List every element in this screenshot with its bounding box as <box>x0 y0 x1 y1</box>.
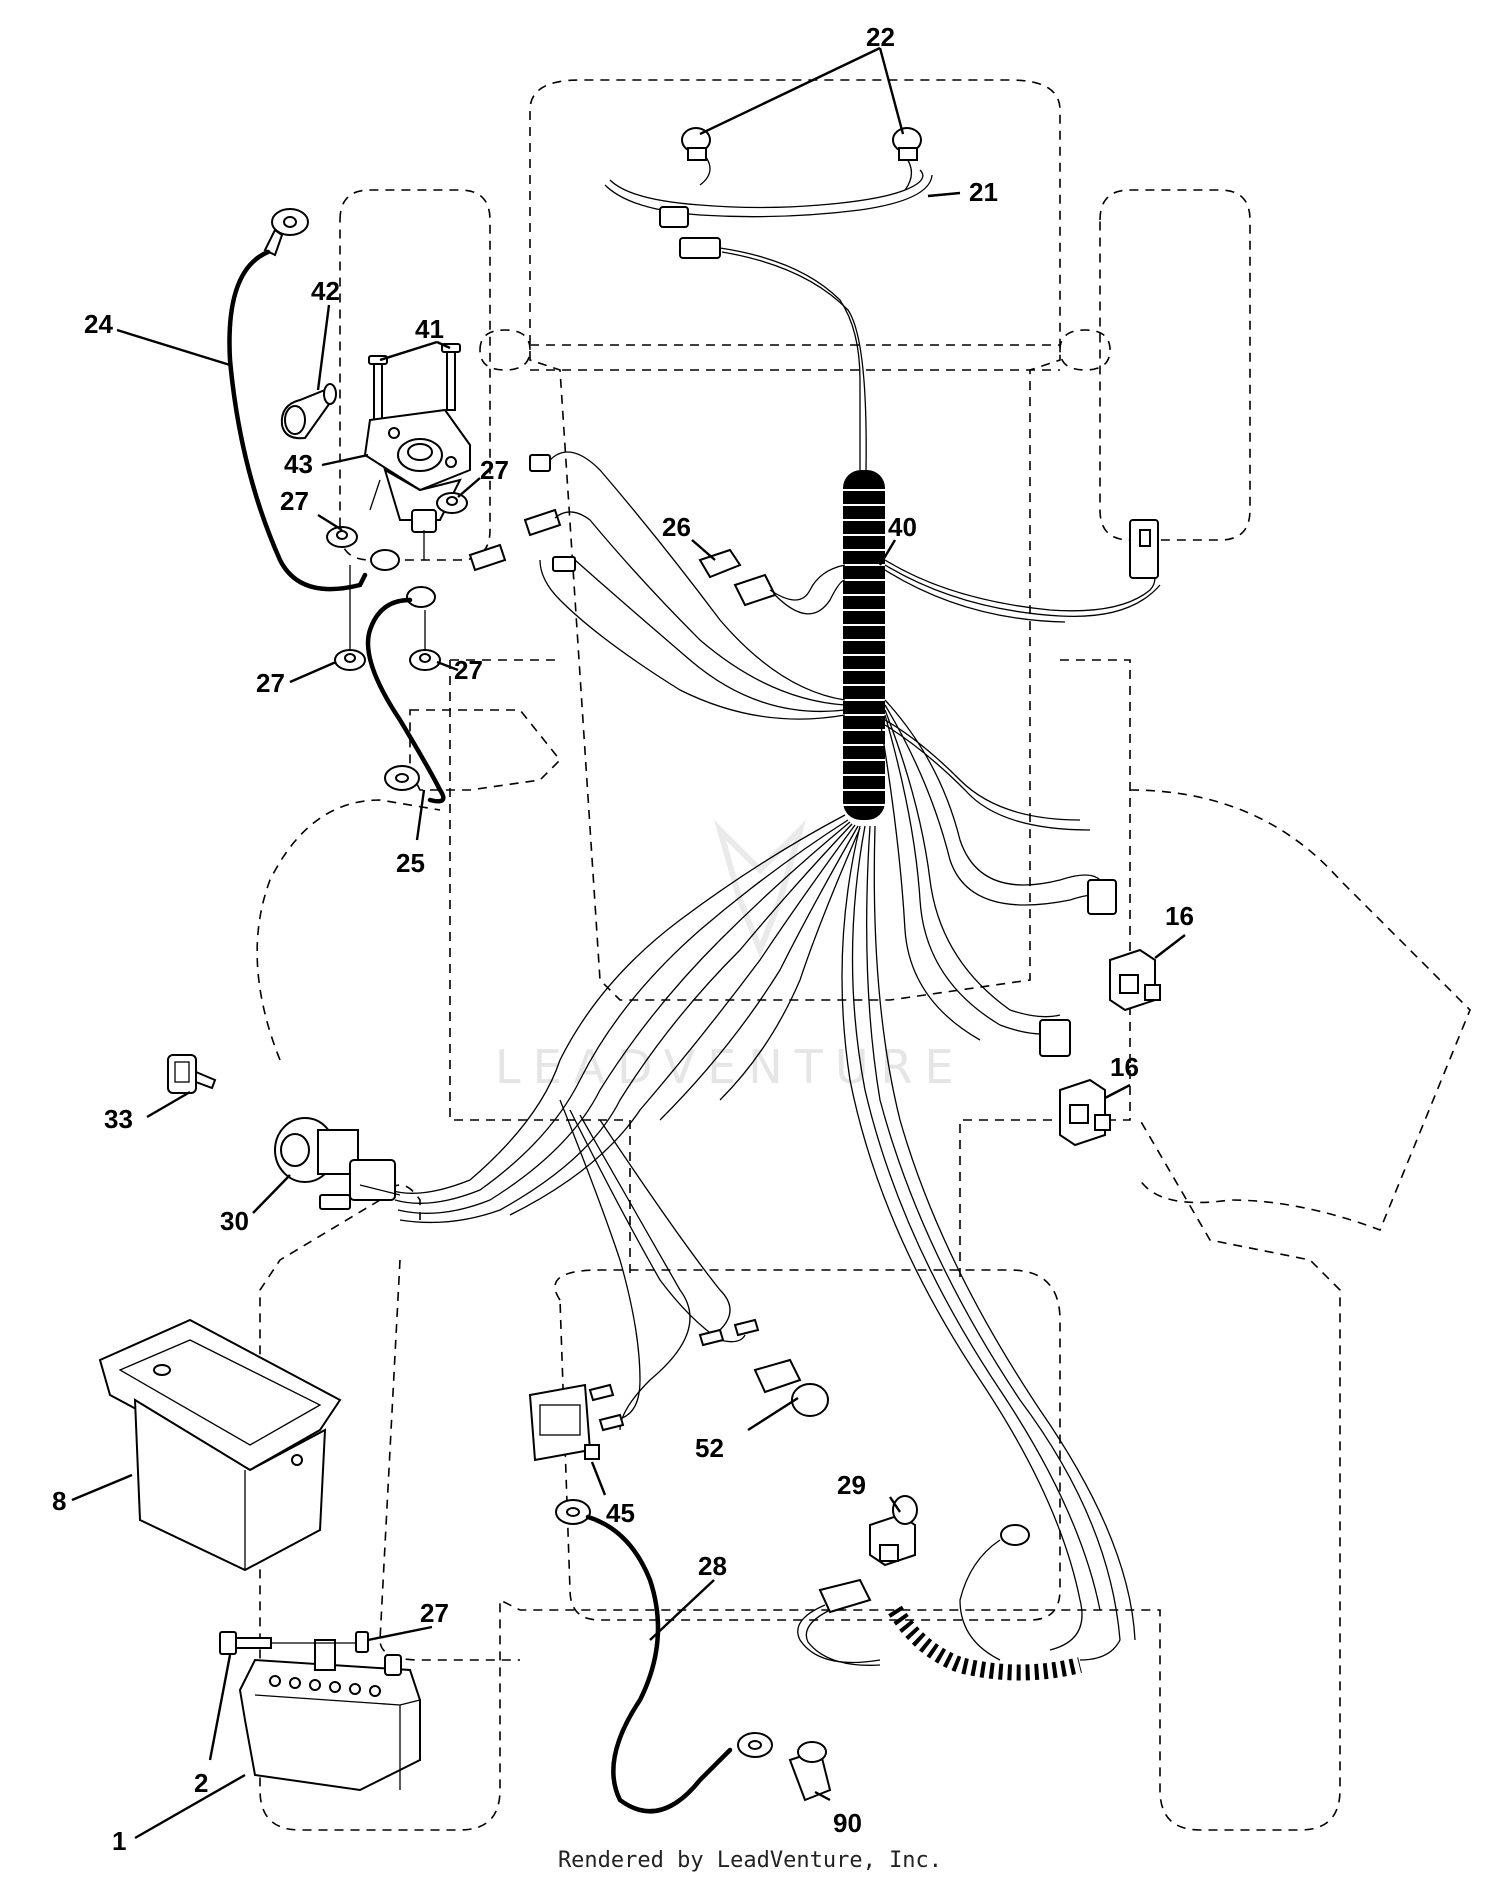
boot-42 <box>280 383 337 440</box>
cable-28 <box>555 1499 773 1814</box>
callout-8: 8 <box>52 1486 66 1516</box>
footer-credit: Rendered by LeadVenture, Inc. <box>557 1848 943 1873</box>
callout-1: 1 <box>112 1826 126 1856</box>
key-33 <box>167 1054 217 1094</box>
callout-27-c: 27 <box>256 668 285 698</box>
coiled-loom-29 <box>888 1605 1082 1681</box>
callout-43: 43 <box>284 449 313 479</box>
battery-cable-24 <box>227 208 368 592</box>
fuse-26 <box>698 548 846 615</box>
nut-27-c <box>334 649 366 671</box>
boot-90 <box>788 1741 832 1802</box>
callout-27-a: 27 <box>280 486 309 516</box>
bulb-22-right <box>892 127 922 161</box>
main-harness-40 <box>389 451 1161 1661</box>
callout-41: 41 <box>415 314 444 344</box>
callout-21: 21 <box>969 177 998 207</box>
solenoid-43 <box>363 408 471 560</box>
switch-16-bottom <box>1059 1078 1111 1147</box>
hour-meter-45 <box>528 1383 600 1462</box>
battery-tray-8 <box>98 1318 342 1572</box>
callout-25: 25 <box>396 848 425 878</box>
seat-switch-29 <box>797 1495 1030 1666</box>
callout-24: 24 <box>84 309 113 339</box>
callout-33: 33 <box>104 1104 133 1134</box>
callout-52: 52 <box>695 1433 724 1463</box>
callout-labels: 22 21 24 42 41 43 27 27 27 27 26 40 25 1… <box>52 22 1194 1856</box>
callout-27-b: 27 <box>480 455 509 485</box>
callout-27-e: 27 <box>420 1598 449 1628</box>
callout-26: 26 <box>662 512 691 542</box>
callout-28: 28 <box>698 1551 727 1581</box>
bulb-52 <box>753 1358 829 1417</box>
watermark: LEADVENTURE <box>495 819 954 1094</box>
nut-27-b <box>436 492 468 514</box>
callout-29: 29 <box>837 1470 866 1500</box>
ground-cable-25 <box>365 597 446 804</box>
bolt-2 <box>219 1631 272 1655</box>
callout-40: 40 <box>888 512 917 542</box>
nut-27-e <box>355 1631 369 1653</box>
callout-42: 42 <box>311 276 340 306</box>
callout-45: 45 <box>606 1498 635 1528</box>
callout-27-d: 27 <box>454 655 483 685</box>
ignition-switch-30 <box>274 1117 401 1210</box>
callout-90: 90 <box>833 1808 862 1838</box>
callout-30: 30 <box>220 1206 249 1236</box>
callout-2: 2 <box>194 1768 208 1798</box>
battery-1 <box>238 1639 421 1792</box>
nut-27-d <box>409 649 441 671</box>
callout-16-b: 16 <box>1110 1052 1139 1082</box>
callout-22: 22 <box>866 22 895 52</box>
headlight-harness-21 <box>604 149 933 471</box>
leader-lines <box>71 46 1186 1840</box>
nut-27-a <box>326 526 358 548</box>
callout-16-a: 16 <box>1165 901 1194 931</box>
bulb-22-left <box>681 127 711 161</box>
switch-16-top <box>1109 948 1161 1012</box>
